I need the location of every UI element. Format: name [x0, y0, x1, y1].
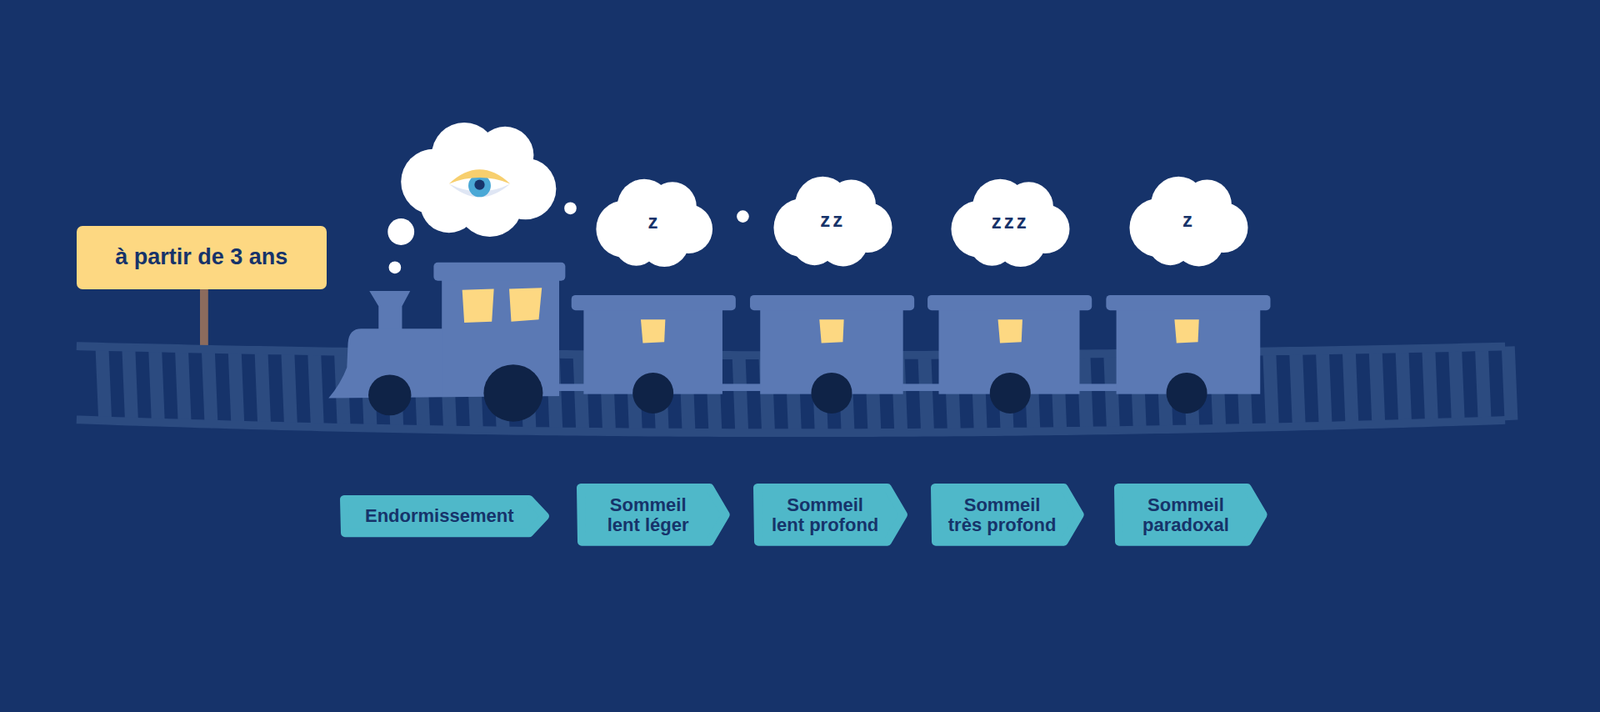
eye-lid: [449, 169, 510, 184]
wheel: [632, 372, 674, 414]
window: [998, 319, 1023, 343]
chimney: [369, 290, 410, 331]
tag-arrow: [935, 487, 1080, 542]
thought-bubbles: [387, 122, 749, 274]
thought-dot: [387, 218, 415, 245]
window: [1174, 319, 1199, 343]
node-label: Endormissement: [365, 505, 525, 526]
train-illustration: [76, 122, 1512, 433]
node-label: Sommeil paradoxal: [1130, 495, 1252, 535]
sign-post: [200, 283, 209, 349]
window: [462, 289, 495, 323]
rail-tie: [924, 355, 928, 433]
rail-tie: [1401, 348, 1405, 424]
wagon-roof: [927, 295, 1092, 310]
age-sign: à partir de 3 ans: [76, 225, 327, 290]
tag-arrow: [580, 487, 726, 542]
wagon-roof: [1105, 295, 1270, 310]
window: [640, 319, 665, 343]
wagon-roof: [571, 295, 736, 310]
cab-roof: [433, 262, 565, 281]
stage-tag: Sommeil lent profond: [753, 483, 908, 546]
sleep-cloud: zz: [771, 173, 895, 268]
rail-tie: [155, 347, 159, 422]
tag-arrow: [1118, 487, 1264, 542]
wagon: [571, 295, 736, 414]
rail: [76, 419, 1505, 433]
rail-tie: [1349, 350, 1353, 425]
rail-tie: [128, 347, 132, 422]
coupling: [899, 383, 944, 391]
rail-tie: [1455, 347, 1459, 422]
wagon: [927, 295, 1092, 414]
sleep-cloud: z: [1127, 173, 1250, 268]
wheel: [483, 364, 543, 422]
rail-tie: [1508, 345, 1512, 420]
rail-tie: [1295, 350, 1300, 427]
rail-tie: [260, 350, 265, 425]
wheel: [990, 372, 1031, 414]
rail-tie: [1083, 353, 1087, 430]
rail-tie: [580, 354, 584, 432]
sleep-symbol: z: [647, 210, 660, 234]
rail-tie: [1322, 350, 1326, 425]
node-label: Sommeil lent léger: [592, 495, 715, 535]
wheel: [368, 374, 411, 415]
sleep-symbol: z: [1182, 208, 1195, 232]
node-label: Sommeil lent profond: [769, 495, 891, 535]
train: [328, 262, 1270, 422]
wheel: [810, 372, 852, 414]
window: [509, 287, 542, 321]
rail-tie: [739, 355, 743, 433]
node-label: à partir de 3 ans: [115, 244, 288, 270]
coupling: [1075, 383, 1121, 391]
wagon: [1105, 295, 1270, 414]
stage-tag: Sommeil lent léger: [576, 483, 730, 546]
rail-tie: [287, 350, 291, 427]
wagon: [750, 295, 915, 414]
rail-tie: [1269, 350, 1273, 427]
rail-tie: [314, 350, 318, 427]
tag-arrow: [757, 487, 904, 542]
rail-tie: [1110, 353, 1114, 430]
rail-tie: [101, 346, 105, 421]
eye-symbol: [449, 169, 510, 197]
coupling: [718, 383, 765, 391]
sleep-cloud: zzz: [949, 175, 1072, 268]
sleep-symbol: zz: [820, 208, 845, 232]
stage-tag: Sommeil paradoxal: [1114, 483, 1268, 546]
rail-tie: [1375, 349, 1380, 425]
locomotive: [328, 262, 565, 422]
tag-arrow: [344, 499, 545, 533]
rail-tie: [235, 349, 239, 425]
awake-cloud: [400, 122, 556, 237]
stage-tag: Endormissement: [340, 495, 550, 537]
sleep-cloud: z: [594, 175, 715, 268]
thought-dot: [389, 260, 402, 274]
rail-tie: [181, 348, 185, 423]
eye-pupil: [474, 180, 485, 190]
wheel: [1166, 372, 1208, 414]
thought-dot: [564, 201, 577, 215]
wagon-roof: [750, 295, 915, 310]
thought-dot: [736, 210, 750, 223]
sleep-symbol: zzz: [991, 210, 1030, 234]
rail-tie: [1428, 348, 1432, 423]
rail-tie: [208, 349, 212, 425]
stage-tag: Sommeil très profond: [930, 483, 1085, 546]
window: [819, 319, 844, 343]
rail-tie: [1481, 346, 1485, 421]
node-label: Sommeil très profond: [946, 495, 1069, 535]
